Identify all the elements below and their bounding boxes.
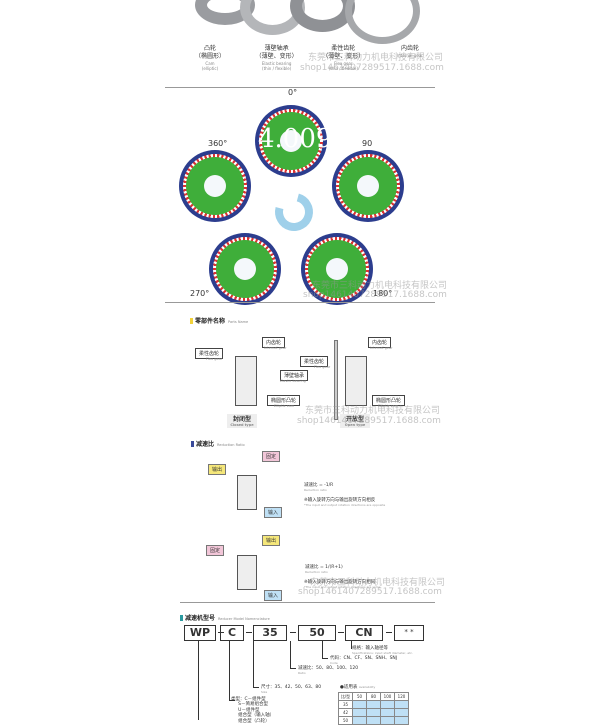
tag-input: 输入	[264, 590, 283, 601]
model-box-type: C	[220, 625, 244, 641]
label-internal-gear-en: Internal gear	[264, 346, 287, 350]
dash	[218, 632, 224, 633]
ratio-diagram-1	[237, 475, 257, 510]
caption-cam: 凸轮（椭圆形）Cam(elliptic)	[194, 45, 225, 71]
watermark-company: 东莞市三科动力机电科技有限公司	[310, 578, 446, 588]
angle-180: 180°	[373, 289, 393, 298]
tag-output: 输出	[262, 535, 281, 546]
divider	[180, 602, 435, 603]
gear-position-180	[301, 233, 373, 305]
tag-output: 输出	[208, 464, 227, 475]
label-internal-gear-en: Internal gear	[370, 346, 393, 350]
flange	[334, 340, 338, 420]
overlay-number: 4.009	[258, 124, 333, 154]
label-flex-gear: 柔性齿轮	[195, 348, 224, 359]
angle-90: 90	[362, 139, 373, 148]
label-flex-gear: 柔性齿轮	[300, 356, 329, 367]
ratio-note-1: ※输入旋转方向与输出旋转方向相反*The input and output ro…	[304, 498, 386, 507]
caption-bearing: 薄壁轴承（薄壁、变形）Elastic bearing(thin / flexib…	[255, 45, 298, 71]
watermark-shop: shop1461407289517.1688.com	[298, 587, 442, 597]
dash	[386, 632, 392, 633]
angle-0: 0°	[288, 88, 298, 97]
availability-title: ●适用表 Availability	[340, 685, 376, 690]
label-internal-gear: 内齿轮	[262, 337, 286, 348]
dash	[338, 632, 344, 633]
closed-type-diagram	[235, 356, 257, 406]
watermark-shop: shop1461407289517.1688.com	[297, 416, 441, 426]
model-box-size: 35	[253, 625, 287, 641]
rotation-arrow-icon	[268, 186, 320, 238]
label-bearing-en: Elastic bearing	[280, 379, 306, 383]
watermark-shop: shop1461407289517.1688.com	[300, 63, 444, 73]
caption-flex-gear: 柔性齿轮（薄壁、变形）Flex gear(thin / flexible)	[322, 45, 365, 71]
label-bearing: 薄壁轴承	[280, 370, 309, 381]
gear-position-270	[209, 233, 281, 305]
divider	[165, 87, 435, 88]
model-box-code: CN	[345, 625, 383, 641]
open-type-diagram	[345, 356, 367, 406]
watermark-company: 东莞市三科动力机电科技有限公司	[308, 53, 444, 63]
tag-fixed: 固定	[206, 545, 225, 556]
dash	[290, 632, 296, 633]
angle-360: 360°	[208, 139, 228, 148]
label-cam-en: Elliptic cam	[378, 404, 399, 408]
model-box-ratio: 50	[298, 625, 336, 641]
label-cam: 椭圆形凸轮	[372, 395, 406, 406]
watermark-company: 东莞市三科动力机电科技有限公司	[305, 406, 441, 416]
divider	[165, 302, 435, 303]
dash	[246, 632, 252, 633]
tag-input: 输入	[264, 507, 283, 518]
ratio-diagram-2	[237, 555, 257, 590]
gear-position-360	[179, 150, 251, 222]
label-cam: 椭圆形凸轮	[267, 395, 301, 406]
tag-fixed: 固定	[262, 451, 281, 462]
label-flex-gear-en: Flex gear	[314, 365, 331, 369]
watermark-company: 东莞市三科动力机电科技有限公司	[312, 281, 448, 291]
bearing-components-image	[195, 0, 435, 45]
ratio-note-2: ※输入旋转方向与输出旋转方向相同*The input and output ro…	[304, 580, 381, 589]
label-cam-en: Elliptic cam	[274, 404, 295, 408]
label-flex-gear-en: Flex gear	[206, 357, 223, 361]
angle-270: 270°	[190, 289, 210, 298]
gear-position-90	[332, 150, 404, 222]
watermark-shop: shop1461407289517.1688.com	[303, 290, 447, 300]
label-internal-gear: 内齿轮	[368, 337, 392, 348]
model-box-spec: * *	[394, 625, 424, 641]
gear-position-0	[255, 105, 327, 177]
model-box-series: WP	[184, 625, 216, 641]
component-captions: 凸轮（椭圆形）Cam(elliptic) 薄壁轴承（薄壁、变形）Elastic …	[180, 45, 440, 71]
ratio-formula-2: 减速比 = 1/(R+1)Reduction ratio	[305, 565, 343, 574]
